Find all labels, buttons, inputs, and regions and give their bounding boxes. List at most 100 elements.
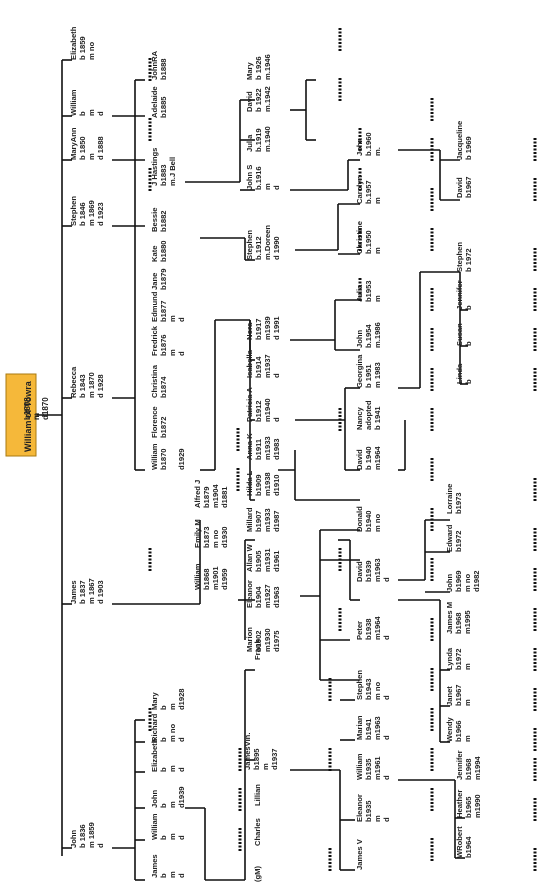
- root-person-box[interactable]: William of Towra b1808 m d1870: [5, 373, 50, 457]
- person-detail: m.J Bell: [168, 157, 177, 186]
- person-detail: d 1923: [96, 202, 105, 226]
- svg-text:d1870: d1870: [41, 397, 50, 420]
- person-name: Jacqueline: [455, 121, 464, 160]
- person-name: James V: [355, 838, 364, 870]
- root-name-text: William of Towra: [23, 380, 33, 452]
- person-name: Wendy: [445, 716, 454, 742]
- person-detail: m: [261, 763, 270, 770]
- person-detail: d1910: [272, 474, 281, 496]
- person-detail: m.Doreen: [263, 225, 272, 260]
- person-name: MaryAnn: [69, 127, 78, 160]
- person-name: Stephen: [69, 196, 78, 226]
- person-frank[interactable]: Frank: [253, 639, 262, 660]
- person-lillian[interactable]: Lillian: [253, 784, 262, 806]
- person-name: Marion: [245, 627, 254, 652]
- person-charles[interactable]: Charles: [253, 818, 262, 846]
- person-detail: b1911: [254, 438, 263, 460]
- person-detail: b 1836: [78, 824, 87, 848]
- person-detail: b 1972: [464, 248, 473, 272]
- person-detail: m1940: [263, 398, 272, 422]
- person-gm[interactable]: (gM): [253, 866, 262, 882]
- person-jamesv[interactable]: James V: [355, 838, 364, 870]
- person-detail: m: [168, 315, 177, 322]
- person-detail: d 1928: [96, 374, 105, 398]
- person-name: Christina: [150, 364, 159, 398]
- person-name: Linda: [455, 363, 464, 384]
